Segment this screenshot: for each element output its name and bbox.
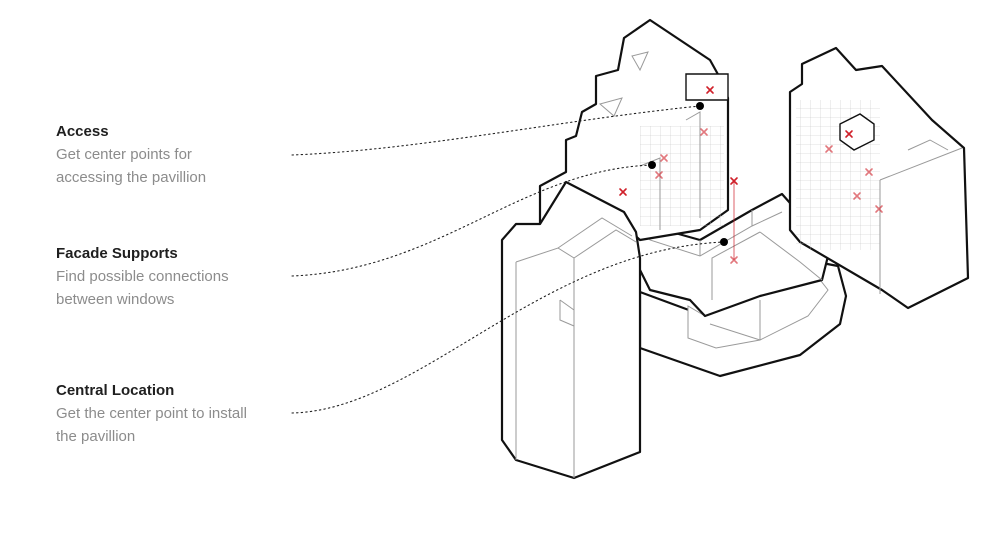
annotation-access: Access Get center points for accessing t…	[56, 121, 296, 189]
red-x-marker	[730, 256, 738, 264]
red-x-marker	[853, 192, 861, 200]
leader-line-facade	[291, 164, 653, 277]
annotation-central-location: Central Location Get the center point to…	[56, 380, 296, 448]
annotation-description-line: accessing the pavillion	[56, 169, 207, 186]
target-point-access	[696, 102, 704, 110]
annotation-description-line: Get center points for	[56, 146, 192, 163]
red-x-marker	[865, 168, 873, 176]
red-x-marker	[655, 171, 663, 179]
red-x-marker	[730, 177, 738, 185]
back-tower	[538, 18, 730, 242]
red-x-marker	[875, 205, 883, 213]
annotation-facade-supports: Facade Supports Find possible connection…	[56, 243, 296, 311]
red-x-marker	[700, 128, 708, 136]
leader-lines	[291, 105, 725, 414]
red-x-marker	[619, 188, 627, 196]
target-point-central	[720, 238, 728, 246]
middle-block	[634, 192, 832, 318]
red-x-marker	[706, 86, 714, 94]
leader-line-access	[291, 105, 701, 156]
front-left-tower	[500, 180, 642, 480]
annotation-title: Access	[56, 123, 109, 140]
red-x-marker	[825, 145, 833, 153]
annotation-title: Facade Supports	[56, 245, 178, 262]
annotation-description-line: the pavillion	[56, 428, 136, 445]
target-points	[648, 102, 728, 246]
annotation-description-line: Get the center point to install	[56, 405, 247, 422]
red-x-marker	[660, 154, 668, 162]
target-point-facade	[648, 161, 656, 169]
leader-line-central	[291, 241, 725, 414]
red-x-marker	[845, 130, 853, 138]
annotation-description-line: Find possible connections	[56, 268, 229, 285]
annotation-title: Central Location	[56, 382, 175, 399]
red-markers	[619, 86, 883, 264]
annotation-description-line: between windows	[56, 291, 175, 308]
